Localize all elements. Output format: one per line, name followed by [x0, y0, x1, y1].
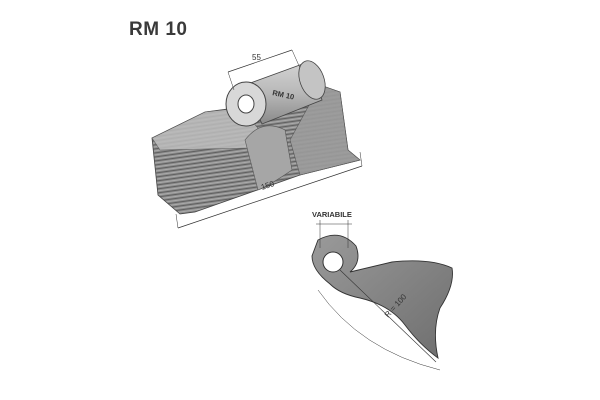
- blade-profile: [311, 234, 453, 360]
- page-title: RM 10: [129, 19, 188, 40]
- radius-line: [339, 269, 437, 363]
- radius-arc: [317, 289, 441, 371]
- dim-150-ext-right: [359, 151, 363, 167]
- variable-label: VARIABILE: [312, 210, 352, 219]
- side-view: VARIABILE R = 100: [311, 210, 453, 371]
- dim-55-ext-left: [227, 71, 235, 91]
- bushing-hole: [237, 94, 255, 114]
- block-right-face: [289, 84, 361, 176]
- part-mark: RM 10: [272, 88, 295, 101]
- isometric-view: RM 10 55 150: [151, 49, 363, 229]
- dim-150-ext-left: [175, 213, 179, 229]
- dim-55-ext-right: [291, 49, 301, 69]
- dim-55-line: [227, 49, 293, 73]
- dim-150-line: [177, 165, 363, 229]
- bushing-end: [298, 60, 326, 100]
- blade-eye-hole: [322, 251, 344, 273]
- block-saddle: [244, 125, 293, 191]
- dim-55-label: 55: [252, 53, 261, 62]
- dim-150-label: 150: [260, 179, 276, 192]
